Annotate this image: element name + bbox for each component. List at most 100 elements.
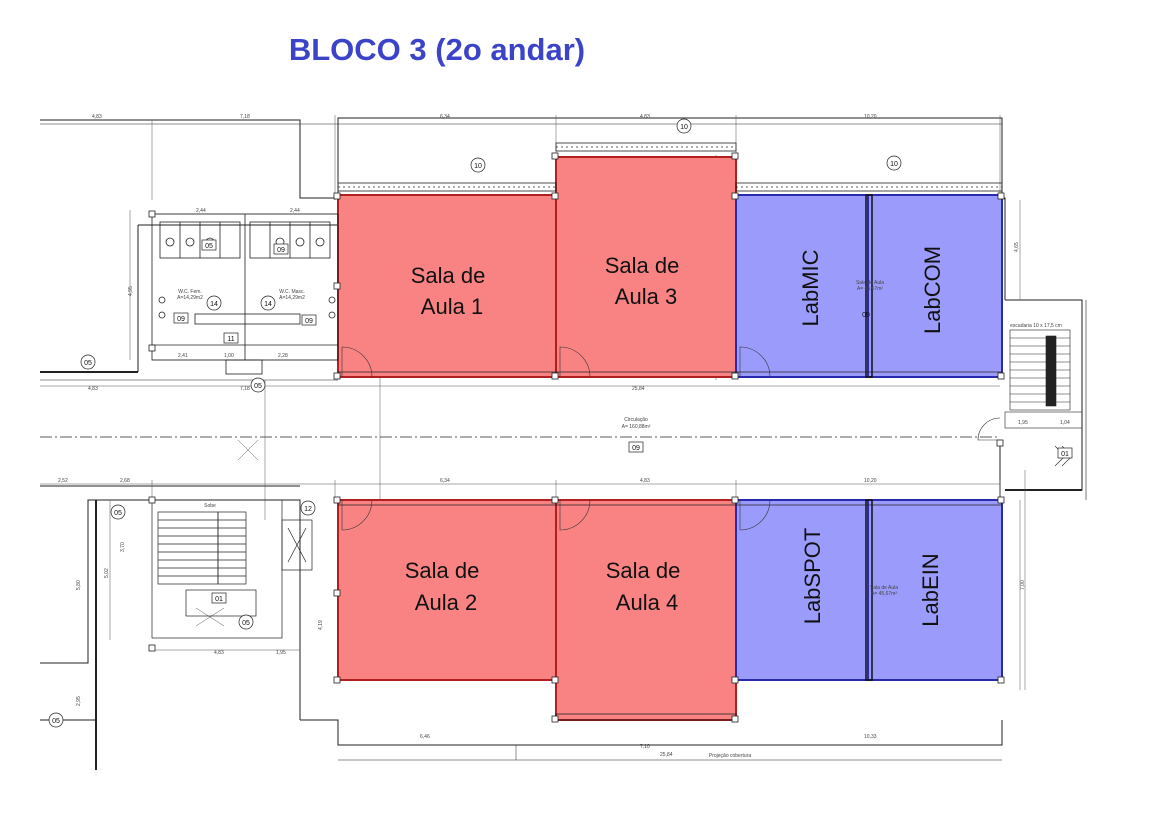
tag-09-d: 09: [632, 445, 640, 452]
wc-masc-area: A=14,29m2: [279, 295, 305, 301]
label-sala-2-line2: Aula 2: [415, 590, 477, 615]
dim-27: 5,80: [76, 580, 82, 590]
label-labmic: LabMIC: [798, 249, 823, 326]
dim-25: 10,33: [864, 734, 877, 740]
label-sala-1-line1: Sala de: [411, 263, 486, 288]
dim-20: 10,20: [864, 478, 877, 484]
tag-09-b: 09: [177, 316, 185, 323]
dim-17: 2,68: [120, 478, 130, 484]
dim-29: 4,19: [318, 620, 324, 630]
tag-05-d: 05: [242, 620, 250, 627]
label-sala-4-line1: Sala de: [606, 558, 681, 583]
dim-6: 2,44: [196, 208, 206, 214]
dim-14: 1,95: [1018, 420, 1028, 426]
dim-10: 2,28: [278, 353, 288, 359]
dim-28: 2,95: [76, 696, 82, 706]
dim-5: 10,20: [864, 114, 877, 120]
label-sala-3-line2: Aula 3: [615, 284, 677, 309]
dim-32: 4,95: [128, 286, 134, 296]
tag-10-c: 10: [890, 161, 898, 168]
room-sala-1[interactable]: [337, 194, 557, 378]
room-labcom[interactable]: [867, 194, 1003, 378]
wc-masc-label: W.C. Masc.: [279, 289, 305, 295]
tag-09-c: 09: [305, 318, 313, 325]
label-labein: LabEIN: [918, 553, 943, 626]
dim-4: 4,83: [640, 114, 650, 120]
tag-12: 12: [304, 506, 312, 513]
tag-10-a: 10: [474, 163, 482, 170]
dim-18: 6,34: [440, 478, 450, 484]
label-labcom: LabCOM: [920, 246, 945, 334]
room-labspot[interactable]: [735, 499, 869, 681]
dim-3: 6,34: [440, 114, 450, 120]
right-stairs: [1004, 329, 1083, 467]
dim-22: 1,95: [276, 650, 286, 656]
dim-2: 7,18: [240, 114, 250, 120]
dim-13: 25,84: [632, 386, 645, 392]
dim-9: 1,00: [224, 353, 234, 359]
sala-aula-bottom-label: Sala de Aula: [870, 585, 898, 591]
room-sala-3[interactable]: [555, 156, 737, 378]
dim-23: 6,46: [420, 734, 430, 740]
tag-09-a: 09: [277, 247, 285, 254]
label-sala-4-line2: Aula 4: [616, 590, 678, 615]
dim-33: 5,02: [104, 568, 110, 578]
tag-14-b: 14: [264, 301, 272, 308]
dimension-texts: 4,83 7,18 6,34 4,83 10,20 2,44 2,44 2,41…: [58, 114, 1070, 758]
dim-19: 4,83: [640, 478, 650, 484]
wc-fem-label: W.C. Fem.: [178, 289, 202, 295]
tag-05-a: 05: [84, 360, 92, 367]
circulation-label: Circulação: [624, 417, 648, 423]
wc-fem-area: A=14,29m2: [177, 295, 203, 301]
label-labspot: LabSPOT: [800, 528, 825, 625]
plan-annotations: Circulação A= 160,88m² Sala de Aula A= 4…: [177, 280, 1062, 759]
tag-05-c: 05: [114, 510, 122, 517]
dim-8: 2,41: [178, 353, 188, 359]
label-sala-2-line1: Sala de: [405, 558, 480, 583]
sala-aula-bottom-area: A= 45,67m²: [871, 591, 897, 597]
tag-14-a: 14: [210, 301, 218, 308]
circulation-area: A= 160,88m²: [622, 424, 651, 430]
dim-1: 4,83: [92, 114, 102, 120]
roof-projection-label: Projeção cobertura: [709, 753, 751, 759]
stair-up-label: Sobe: [204, 503, 216, 509]
room-sala-2[interactable]: [337, 499, 557, 681]
tag-01-a: 01: [215, 596, 223, 603]
tags: [48, 118, 1073, 728]
column-markers: [148, 152, 1005, 723]
restrooms: [151, 213, 339, 375]
tag-11: 11: [227, 336, 234, 343]
tag-texts: 10 10 10 05 05 05 05 05 05 12 14 14 09 0…: [52, 124, 1069, 725]
dim-31: 4,65: [1014, 242, 1020, 252]
room-labels: Sala de Aula 1 Sala de Aula 3 Sala de Au…: [405, 246, 945, 627]
room-labein[interactable]: [867, 499, 1003, 681]
dim-26: 25,84: [660, 752, 673, 758]
dim-24: 7,10: [640, 744, 650, 750]
stair-spec: escadaria 10 x 17,5 cm: [1010, 323, 1062, 329]
lab-fills: [735, 194, 1003, 681]
tag-09-e: 09: [862, 312, 870, 319]
tag-05-b: 05: [254, 383, 262, 390]
tag-05-f: 05: [205, 243, 213, 250]
label-sala-3-line1: Sala de: [605, 253, 680, 278]
tag-01-b: 01: [1061, 451, 1069, 458]
dim-30: 7,00: [1020, 580, 1026, 590]
classroom-fills: [337, 156, 737, 721]
label-sala-1-line2: Aula 1: [421, 294, 483, 319]
tag-05-e: 05: [52, 718, 60, 725]
dim-16: 2,52: [58, 478, 68, 484]
dim-34: 3,70: [120, 542, 126, 552]
tag-10-b: 10: [680, 124, 688, 131]
dim-11: 4,83: [88, 386, 98, 392]
dim-12: 7,18: [240, 386, 250, 392]
sala-aula-top-label: Sala de Aula: [856, 280, 884, 286]
sala-aula-top-area: A= 45,67m²: [857, 286, 883, 292]
plan-title: BLOCO 3 (2o andar): [288, 32, 586, 67]
dim-7: 2,44: [290, 208, 300, 214]
left-stairs: [151, 499, 313, 639]
dim-15: 1,04: [1060, 420, 1070, 426]
room-labmic[interactable]: [735, 194, 869, 378]
dim-21: 4,83: [214, 650, 224, 656]
door-swings: [341, 346, 1001, 531]
